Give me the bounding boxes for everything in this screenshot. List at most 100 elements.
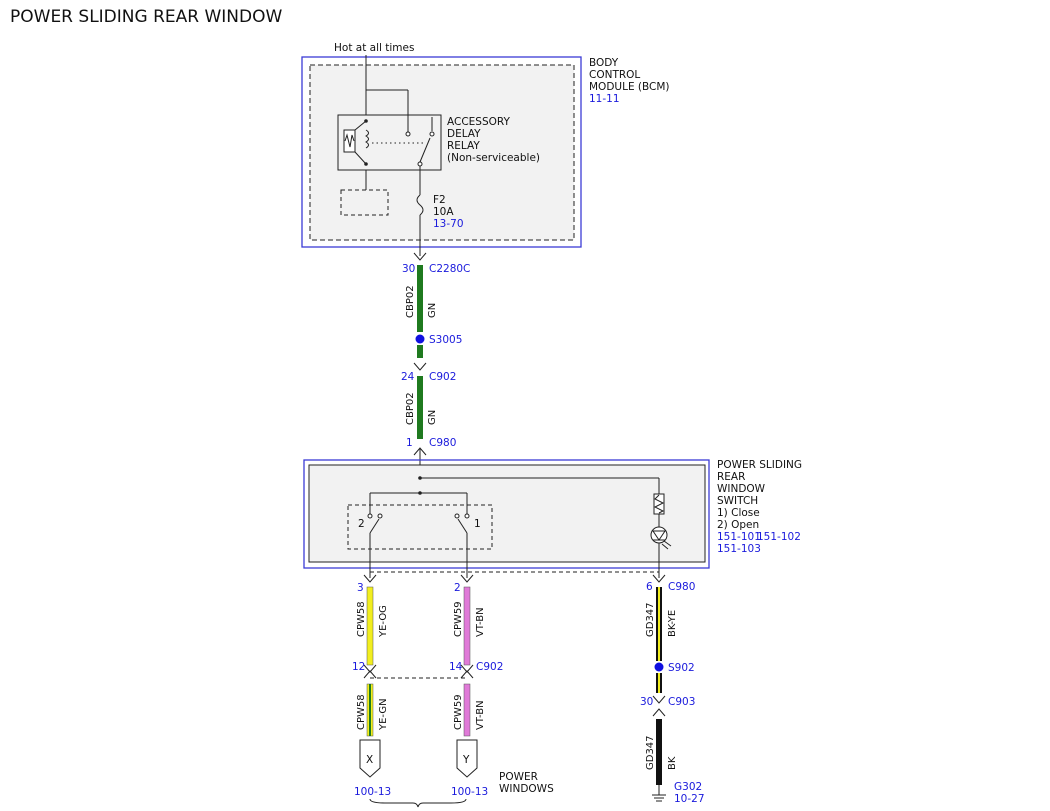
terminal-y-symbol[interactable] [456,739,478,778]
connector-c980-mid-symbol [460,574,474,583]
page-title: POWER SLIDING REAR WINDOW [10,7,282,27]
relay-coil-resistor [344,133,355,148]
switch-contact-dashed-box [347,504,493,550]
switch-right-fixed-contact [464,513,470,519]
accessory-delay-relay: ACCESSORY DELAY RELAY (Non-serviceable) [337,89,540,195]
switch-position-2: 2) Open [717,519,759,531]
connector-c902-top-pin: 24 [401,371,415,383]
wire-gd347-a-circuit: GD347 [645,602,656,637]
terminals-group-label-2: WINDOWS [499,783,554,795]
connector-c902-mid-pin: 14 [449,661,463,673]
connector-c980-top-name[interactable]: C980 [429,437,456,449]
terminals-group-label-1: POWER [499,771,538,783]
connector-c980-right-pin: 6 [646,581,653,593]
connector-c903-name[interactable]: C903 [668,696,695,708]
switch-left-open-contact [377,513,383,519]
bcm-name-line-2: CONTROL [589,69,640,81]
splice-s902-label[interactable]: S902 [668,662,695,674]
relay-name-line-4: (Non-serviceable) [447,152,540,164]
relay-name-line-2: DELAY [447,128,481,140]
connector-c903-mate [652,708,666,717]
connector-c902-left-pin: 12 [352,661,365,673]
fuse-rating: 10A [433,206,454,218]
connector-c902-left-mate [363,670,377,679]
fuse-name: F2 [433,194,446,206]
wire-gd347-stub-stripe [658,673,660,693]
switch-right-arm [457,518,468,534]
connector-c980-top-symbol [413,447,427,456]
switch-left-fixed-contact [367,513,373,519]
supply-label: Hot at all times [334,42,414,54]
switch-led-ray-2 [661,543,669,550]
wire-cpw59-b-color: VT-BN [475,700,486,730]
relay-switch-arm [419,137,431,163]
switch-lamp-resistor-zigzag [653,494,665,514]
wire-gd347-a-color: BK-YE [667,610,678,637]
connector-c903-symbol [652,695,666,704]
wire-cpw58-segment-a [366,586,374,666]
wire-cpw59-a-circuit: CPW59 [453,601,464,637]
connector-c903-pin: 30 [640,696,653,708]
terminals-group-brace [369,798,467,808]
switch-position-1: 1) Close [717,507,760,519]
bcm-internal-dashed-block [340,189,389,216]
wire-cpw59-segment-a [463,586,471,666]
connector-c902-left-symbol [363,664,377,673]
wire-cbp02-segment-a [417,265,423,332]
relay-no-contact [405,131,411,137]
bcm-outer-box [301,56,582,248]
wire-cbp02-a-color: GN [427,303,438,318]
wire-cbp02-b-circuit: CBP02 [405,392,416,425]
wire-cpw58-segment-b-stripe [369,684,371,736]
connector-c902-top-name[interactable]: C902 [429,371,456,383]
wire-gd347-b-circuit: GD347 [645,735,656,770]
switch-ref-link-1[interactable]: 151-101 [717,531,761,543]
switch-contact-label-right: 1 [474,518,481,530]
switch-led-ray-1 [663,540,672,547]
connector-c980-left-symbol [363,574,377,583]
wire-cpw58-b-color: YE-GN [378,698,389,731]
ground-name-link[interactable]: G302 [674,781,702,793]
ground-ref-link[interactable]: 10-27 [674,793,705,805]
relay-coil-icon [343,129,356,153]
wire-cpw58-a-circuit: CPW58 [356,601,367,637]
connector-c2280c-name[interactable]: C2280C [429,263,470,275]
wire-cpw58-a-color: YE-OG [378,605,389,638]
relay-common-contact [417,161,423,167]
fuse-ref-link[interactable]: 13-70 [433,218,464,230]
switch-internals: 2 1 [347,476,672,578]
terminal-y-ref-link[interactable]: 100-13 [451,786,488,798]
wire-cpw59-b-circuit: CPW59 [453,694,464,730]
connector-c2280c-pin: 30 [402,263,415,275]
wire-cpw58-b-circuit: CPW58 [356,694,367,730]
terminal-x-ref-link[interactable]: 100-13 [354,786,391,798]
connector-c980-right-name[interactable]: C980 [668,581,695,593]
relay-coil-lead-bottom [354,151,367,165]
wire-cbp02-b-color: GN [427,410,438,425]
relay-nc-contact [429,131,435,137]
switch-ref-link-3[interactable]: 151-103 [717,543,761,555]
wire-cbp02-a-circuit: CBP02 [405,285,416,318]
connector-c902-top-symbol [413,362,427,371]
terminal-y-label: Y [462,754,470,766]
wire-gd347-b-color: BK [667,756,678,770]
bcm-name-line-3: MODULE (BCM) [589,81,670,93]
connector-c980-top-pin: 1 [406,437,413,449]
switch-ref-link-2[interactable]: 151-102 [757,531,801,543]
switch-right-open-contact [454,513,460,519]
connector-c902-mid-name[interactable]: C902 [476,661,503,673]
wire-cpw59-segment-b [463,683,471,737]
terminal-x-label: X [366,754,373,766]
terminal-x-symbol[interactable] [359,739,381,778]
relay-coil-lead-top [354,120,367,131]
bcm-ref-link[interactable]: 11-11 [589,93,620,105]
switch-label: POWER SLIDING REAR WINDOW SWITCH 1) Clos… [717,459,802,555]
wire-gd347-segment-a-stripe [658,587,660,661]
splice-s3005-label[interactable]: S3005 [429,334,462,346]
wire-cbp02-segment-b [417,376,423,439]
switch-name-line-2: REAR [717,471,745,483]
connector-c980-right-symbol [652,574,666,583]
relay-box [337,114,442,171]
switch-left-arm [369,518,380,534]
